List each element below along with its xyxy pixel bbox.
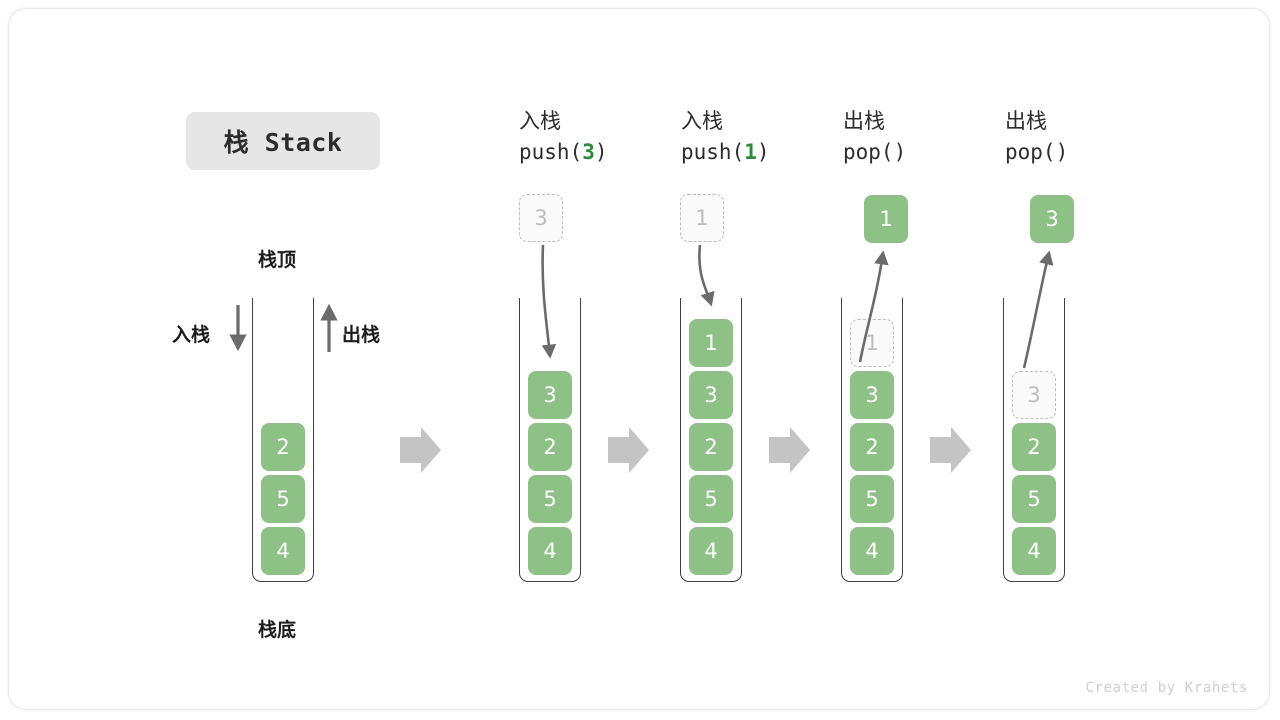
pop-label: 出栈 bbox=[342, 324, 381, 346]
column-header-call: pop() bbox=[843, 140, 907, 164]
stack-cell: 5 bbox=[1012, 475, 1056, 523]
stack-cell-ghost: 1 bbox=[850, 319, 894, 367]
stack-cell: 3 bbox=[528, 371, 572, 419]
floating-cell-popped: 1 bbox=[864, 195, 908, 243]
stack-frame-push-1 bbox=[680, 298, 742, 582]
floating-cell-ghost: 3 bbox=[519, 194, 563, 242]
column-header-label: 出栈 bbox=[843, 109, 885, 133]
stack-cell: 4 bbox=[1012, 527, 1056, 575]
stack-cell: 5 bbox=[689, 475, 733, 523]
stack-cell: 4 bbox=[261, 527, 305, 575]
column-header-label: 出栈 bbox=[1005, 109, 1047, 133]
column-header-pop-1: 出栈 pop() bbox=[843, 106, 1013, 168]
stack-cell: 4 bbox=[689, 527, 733, 575]
stack-cell: 2 bbox=[850, 423, 894, 471]
stack-cell: 3 bbox=[689, 371, 733, 419]
stack-cell: 4 bbox=[850, 527, 894, 575]
stack-cell: 4 bbox=[528, 527, 572, 575]
stack-cell: 5 bbox=[850, 475, 894, 523]
stack-cell: 2 bbox=[528, 423, 572, 471]
stack-frame-pop-1 bbox=[841, 298, 903, 582]
column-header-label: 入栈 bbox=[681, 109, 723, 133]
stack-top-label: 栈顶 bbox=[258, 249, 297, 271]
column-header-label: 入栈 bbox=[519, 109, 561, 133]
column-header-pop-3: 出栈 pop() bbox=[1005, 106, 1175, 168]
column-header-call: push(1) bbox=[681, 140, 770, 164]
floating-cell-popped: 3 bbox=[1030, 195, 1074, 243]
stack-cell: 2 bbox=[261, 423, 305, 471]
stack-frame-push-3 bbox=[519, 298, 581, 582]
credit-text: Created by Krahets bbox=[1085, 680, 1248, 696]
stack-cell: 5 bbox=[261, 475, 305, 523]
column-header-call: push(3) bbox=[519, 140, 608, 164]
column-header-push-1: 入栈 push(1) bbox=[681, 106, 851, 168]
stack-cell-ghost: 3 bbox=[1012, 371, 1056, 419]
stack-cell: 1 bbox=[689, 319, 733, 367]
column-header-push-3: 入栈 push(3) bbox=[519, 106, 689, 168]
stack-cell: 2 bbox=[689, 423, 733, 471]
stack-cell: 2 bbox=[1012, 423, 1056, 471]
push-value: 3 bbox=[582, 140, 595, 164]
stack-cell: 5 bbox=[528, 475, 572, 523]
floating-cell-ghost: 1 bbox=[680, 194, 724, 242]
title-badge: 栈 Stack bbox=[186, 112, 380, 170]
stack-bottom-label: 栈底 bbox=[258, 619, 297, 641]
push-label: 入栈 bbox=[172, 324, 211, 346]
stack-frame-initial bbox=[252, 298, 314, 582]
push-value: 1 bbox=[744, 140, 757, 164]
column-header-call: pop() bbox=[1005, 140, 1069, 164]
stack-frame-pop-3 bbox=[1003, 298, 1065, 582]
stack-cell: 3 bbox=[850, 371, 894, 419]
